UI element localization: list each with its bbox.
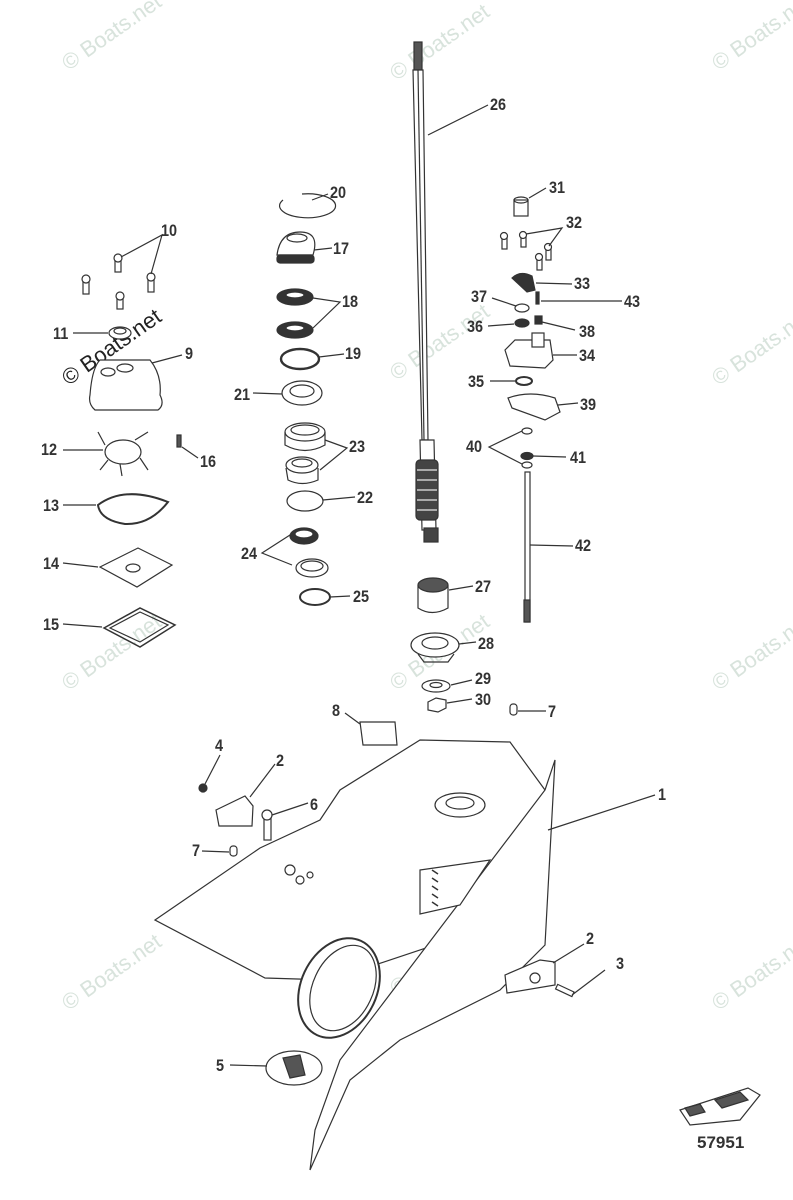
callout-42[interactable]: 42 <box>575 536 592 555</box>
callout-26[interactable]: 26 <box>490 95 507 114</box>
callout-15[interactable]: 15 <box>43 615 60 634</box>
callout-2[interactable]: 2 <box>276 751 285 770</box>
needle-bearing-icon <box>417 577 449 614</box>
callout-4[interactable]: 4 <box>215 736 224 755</box>
gearcase-housing-icon <box>153 739 556 1171</box>
callout-35[interactable]: 35 <box>468 372 485 391</box>
callout-13[interactable]: 13 <box>43 496 60 515</box>
callout-6[interactable]: 6 <box>310 795 319 814</box>
callout-28[interactable]: 28 <box>478 634 495 653</box>
callout-33[interactable]: 33 <box>574 274 591 293</box>
callout-21[interactable]: 21 <box>234 385 251 404</box>
callout-20[interactable]: 20 <box>330 183 347 202</box>
callout-39[interactable]: 39 <box>580 395 597 414</box>
callout-32[interactable]: 32 <box>566 213 583 232</box>
bearing-carrier-icon <box>276 231 316 264</box>
callout-14[interactable]: 14 <box>43 554 60 573</box>
callout-34[interactable]: 34 <box>579 346 596 365</box>
callout-43[interactable]: 43 <box>624 292 641 311</box>
callout-25[interactable]: 25 <box>353 587 370 606</box>
callout-17[interactable]: 17 <box>333 239 350 258</box>
shift-shaft-bushing-icon <box>504 332 554 369</box>
callout-36[interactable]: 36 <box>467 317 484 336</box>
callout-19[interactable]: 19 <box>345 344 362 363</box>
callout-40[interactable]: 40 <box>466 437 483 456</box>
figure-number: 57951 <box>697 1133 745 1152</box>
callout-27[interactable]: 27 <box>475 577 492 596</box>
callout-22[interactable]: 22 <box>357 488 374 507</box>
callout-1[interactable]: 1 <box>658 785 667 804</box>
callout-18[interactable]: 18 <box>342 292 359 311</box>
callout-37[interactable]: 37 <box>471 287 488 306</box>
callout-2[interactable]: 2 <box>586 929 595 948</box>
callout-31[interactable]: 31 <box>549 178 566 197</box>
boat-icon <box>679 1087 761 1126</box>
callout-7[interactable]: 7 <box>192 841 201 860</box>
callout-41[interactable]: 41 <box>570 448 587 467</box>
callout-3[interactable]: 3 <box>616 954 625 973</box>
callout-9[interactable]: 9 <box>185 344 194 363</box>
callout-8[interactable]: 8 <box>332 701 341 720</box>
callout-38[interactable]: 38 <box>579 322 596 341</box>
callout-23[interactable]: 23 <box>349 437 366 456</box>
water-pump-housing-icon <box>88 359 163 411</box>
callout-29[interactable]: 29 <box>475 669 492 688</box>
callout-30[interactable]: 30 <box>475 690 492 709</box>
callout-11[interactable]: 11 <box>53 324 69 343</box>
callout-16[interactable]: 16 <box>200 452 217 471</box>
driveshaft-icon <box>412 41 439 543</box>
callout-7[interactable]: 7 <box>548 702 557 721</box>
callout-24[interactable]: 24 <box>241 544 258 563</box>
callout-12[interactable]: 12 <box>41 440 58 459</box>
callout-5[interactable]: 5 <box>216 1056 225 1075</box>
impeller-icon <box>97 431 149 477</box>
callout-10[interactable]: 10 <box>161 221 178 240</box>
